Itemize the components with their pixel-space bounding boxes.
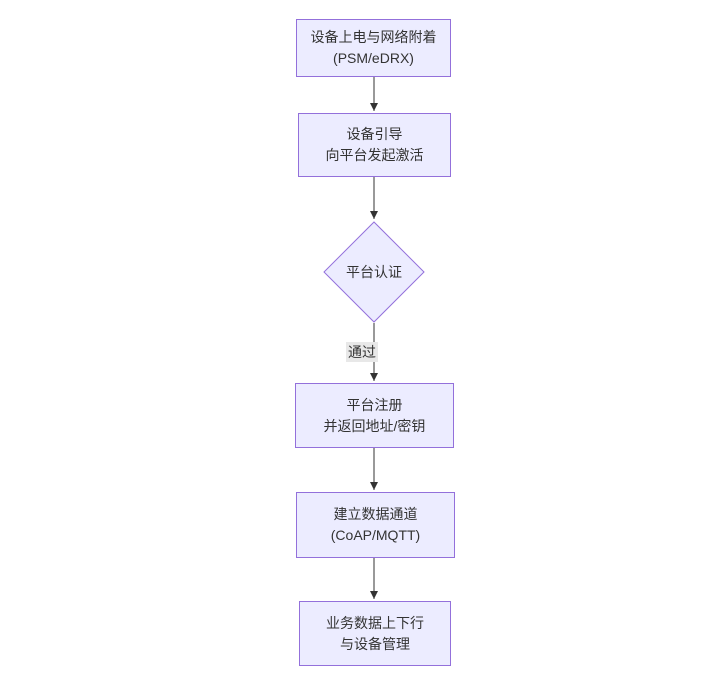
node-text-line: 与设备管理 bbox=[340, 635, 410, 652]
node-text-line: 设备上电与网络附着 bbox=[310, 29, 437, 45]
flow-node-platform-register: 平台注册 并返回地址/密钥 bbox=[295, 383, 454, 448]
flow-node-platform-auth: 平台认证 bbox=[323, 221, 425, 323]
node-text-line: (CoAP/MQTT) bbox=[330, 527, 421, 543]
node-text-line: 设备引导 bbox=[346, 126, 403, 142]
diamond-shape bbox=[323, 221, 425, 323]
node-text-line: 向平台发起激活 bbox=[325, 147, 424, 163]
node-text-line: 业务数据上下行 bbox=[326, 614, 424, 631]
node-text-line: (PSM/eDRX) bbox=[333, 50, 414, 66]
node-text-line: 平台注册 bbox=[346, 396, 403, 413]
flow-node-business-data: 业务数据上下行 与设备管理 bbox=[299, 601, 451, 666]
flow-node-data-channel: 建立数据通道 (CoAP/MQTT) bbox=[296, 492, 455, 558]
flow-node-power-attach: 设备上电与网络附着 (PSM/eDRX) bbox=[296, 19, 451, 77]
edge-label-pass: 通过 bbox=[346, 342, 378, 362]
node-text-line: 平台认证 bbox=[346, 264, 402, 280]
node-text-line: 并返回地址/密钥 bbox=[323, 417, 426, 434]
flow-node-bootstrap: 设备引导 向平台发起激活 bbox=[298, 113, 451, 177]
node-text-line: 建立数据通道 bbox=[333, 506, 418, 522]
